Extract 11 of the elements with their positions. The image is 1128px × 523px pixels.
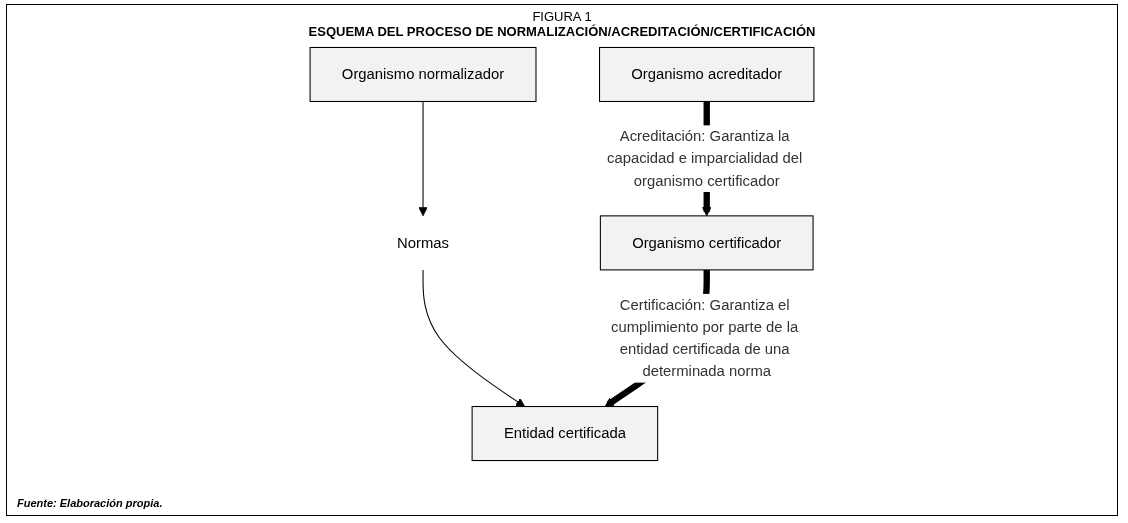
source-caption: Fuente: Elaboración propia. (17, 497, 163, 509)
node-text: Normas (397, 233, 449, 251)
node-box: Entidad certificada (471, 406, 659, 462)
arrow (422, 269, 526, 407)
edge-label: Certificación: Garantiza el cumplimiento por parte de la entidad certificada de una determinada norma (611, 295, 799, 380)
node-box: Organismo acreditador (599, 46, 815, 102)
diagram-title: ESQUEMA DEL PROCESO DE NORMALIZACIÓN/ACREDITACIÓN/CERTIFICACIÓN (307, 24, 817, 39)
arrow (418, 100, 428, 217)
figure-number: FIGURA 1 (531, 9, 593, 24)
node-box: Organismo normalizador (309, 46, 537, 102)
node-box: Organismo certificador (599, 215, 814, 271)
